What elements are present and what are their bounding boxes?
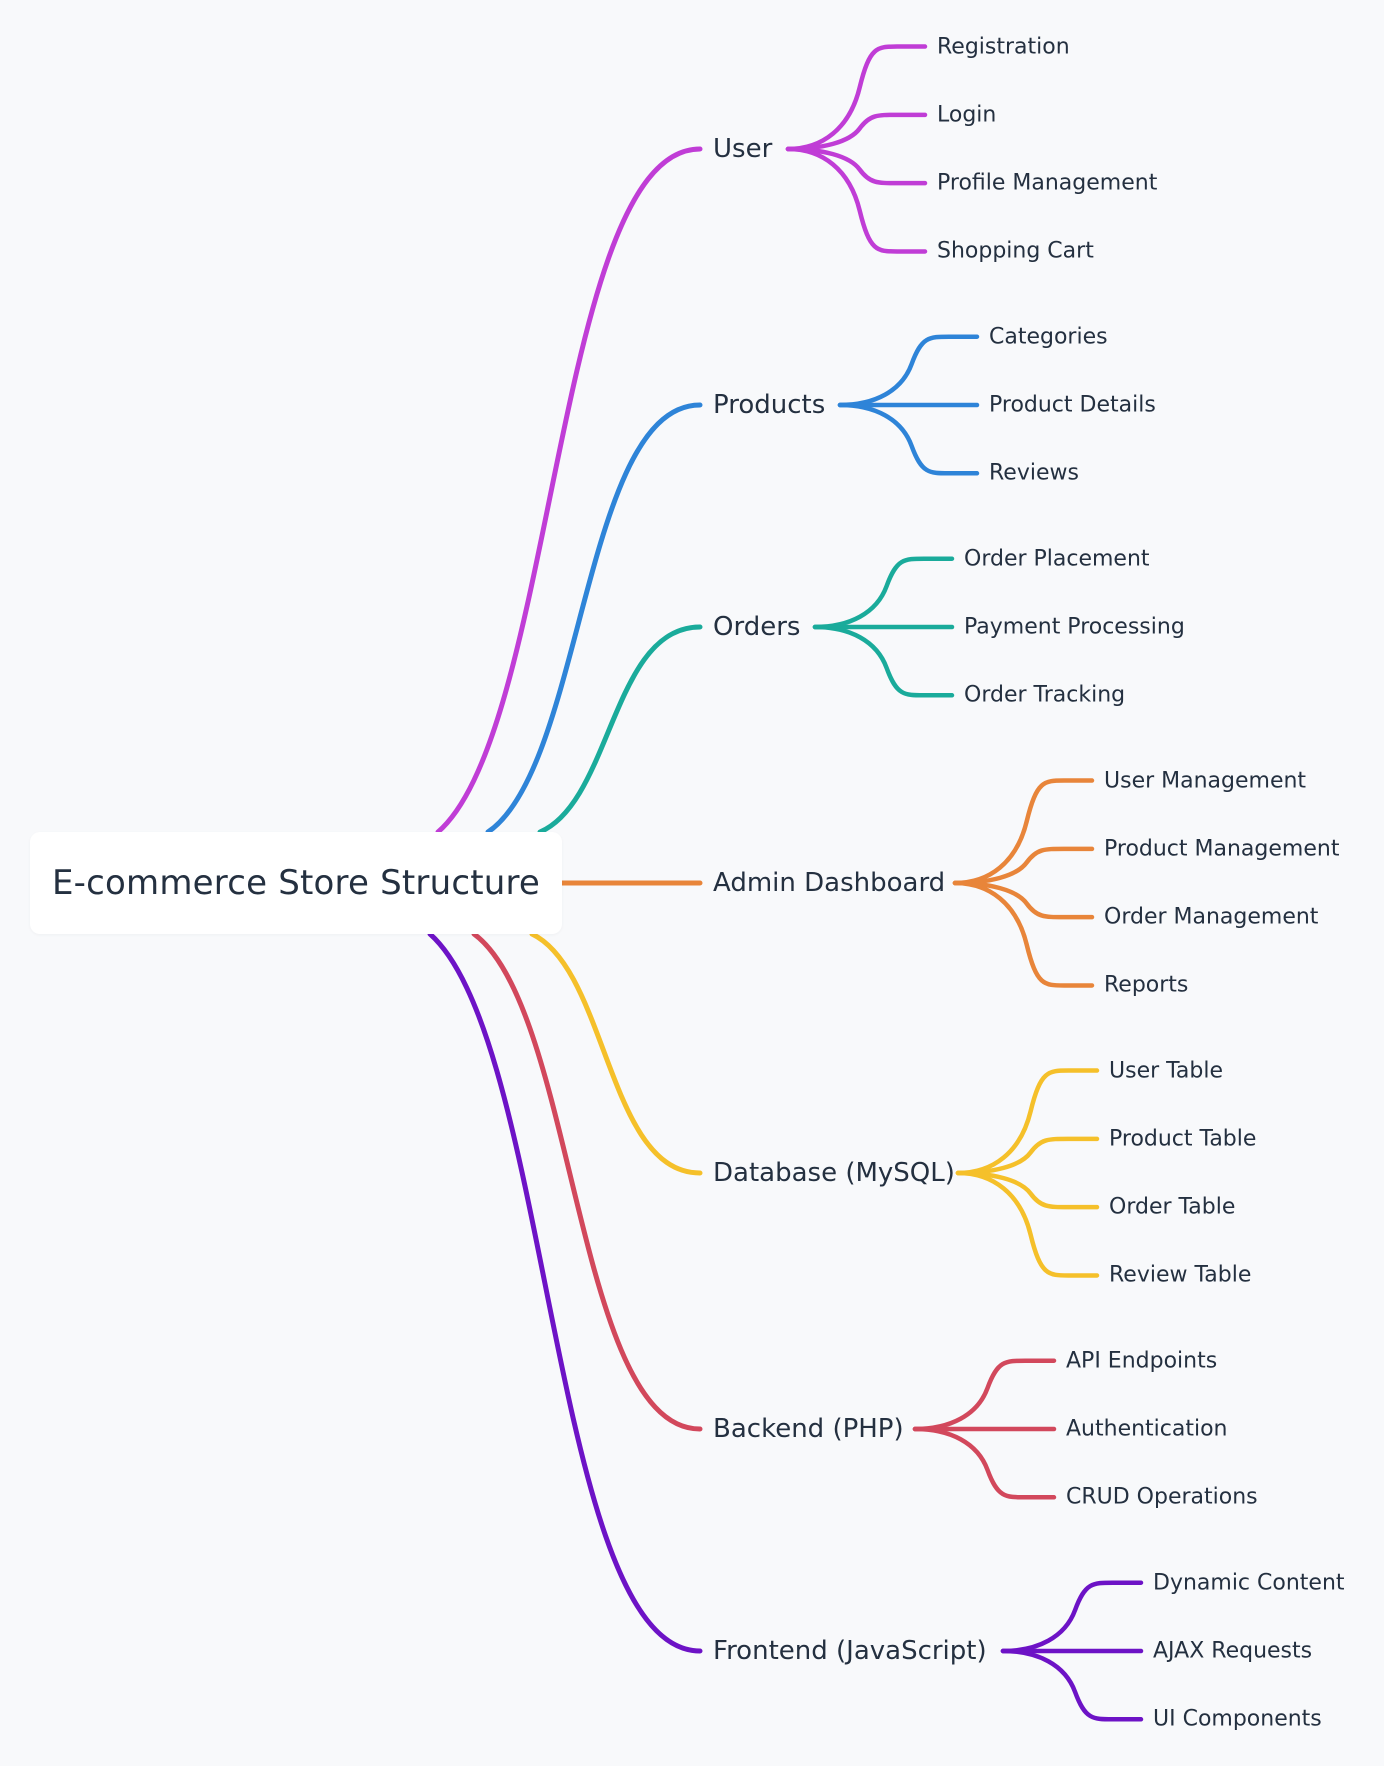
branch-node-orders[interactable]: Orders — [713, 612, 801, 642]
leaf-node-review-table[interactable]: Review Table — [1109, 1262, 1252, 1288]
leaf-node-product-table[interactable]: Product Table — [1109, 1126, 1257, 1152]
leaf-node-reports[interactable]: Reports — [1104, 972, 1189, 998]
leaf-node-order-placement[interactable]: Order Placement — [964, 546, 1150, 572]
leaf-node-crud-operations[interactable]: CRUD Operations — [1066, 1484, 1258, 1510]
leaf-connector-user-table — [955, 1068, 1100, 1176]
leaf-connector-product-management — [952, 846, 1095, 886]
branch-connector-backend-php — [471, 931, 703, 1432]
leaf-node-profile-management[interactable]: Profile Management — [937, 170, 1158, 196]
branch-connector-products — [485, 402, 703, 835]
leaf-connector-shopping-cart — [785, 146, 928, 254]
branch-connector-frontend-javascript — [427, 931, 703, 1654]
leaf-connector-login — [785, 112, 928, 152]
leaf-connector-reports — [952, 880, 1095, 988]
branch-node-products[interactable]: Products — [713, 390, 826, 420]
leaf-connector-order-tracking — [812, 624, 955, 698]
branch-node-frontend-javascript[interactable]: Frontend (JavaScript) — [713, 1636, 987, 1666]
branch-connectors — [427, 146, 703, 1654]
leaf-connector-order-management — [952, 880, 1095, 920]
leaf-connector-crud-operations — [912, 1426, 1057, 1500]
leaf-connector-reviews — [837, 402, 980, 476]
branch-node-user[interactable]: User — [713, 134, 773, 164]
leaf-node-ajax-requests[interactable]: AJAX Requests — [1153, 1638, 1313, 1664]
leaf-node-dynamic-content[interactable]: Dynamic Content — [1153, 1570, 1345, 1596]
leaf-connector-profile-management — [785, 146, 928, 186]
leaf-node-registration[interactable]: Registration — [937, 34, 1070, 60]
leaf-connector-registration — [785, 44, 928, 152]
leaf-node-order-table[interactable]: Order Table — [1109, 1194, 1236, 1220]
branch-connector-database-mysql — [529, 931, 703, 1176]
leaf-node-categories[interactable]: Categories — [989, 324, 1108, 350]
leaf-node-login[interactable]: Login — [937, 102, 997, 128]
leaf-connector-categories — [837, 334, 980, 408]
leaf-connector-review-table — [955, 1170, 1100, 1278]
branch-node-admin-dashboard[interactable]: Admin Dashboard — [713, 868, 946, 898]
leaf-node-payment-processing[interactable]: Payment Processing — [964, 614, 1185, 640]
leaf-connector-user-management — [952, 778, 1095, 886]
leaf-node-order-tracking[interactable]: Order Tracking — [964, 682, 1126, 708]
leaf-node-product-management[interactable]: Product Management — [1104, 836, 1340, 862]
leaf-node-product-details[interactable]: Product Details — [989, 392, 1156, 418]
leaf-connector-dynamic-content — [1000, 1580, 1144, 1654]
leaf-connector-ui-components — [1000, 1648, 1144, 1722]
leaf-node-reviews[interactable]: Reviews — [989, 460, 1079, 486]
leaf-node-user-table[interactable]: User Table — [1109, 1058, 1224, 1084]
root-label: E-commerce Store Structure — [51, 863, 541, 903]
root-node[interactable]: E-commerce Store Structure — [30, 832, 562, 934]
branch-node-database-mysql[interactable]: Database (MySQL) — [713, 1158, 955, 1188]
leaf-node-api-endpoints[interactable]: API Endpoints — [1066, 1348, 1218, 1374]
leaf-connectors — [785, 44, 1144, 1722]
leaf-node-order-management[interactable]: Order Management — [1104, 904, 1319, 930]
leaf-connector-api-endpoints — [912, 1358, 1057, 1432]
leaf-node-authentication[interactable]: Authentication — [1066, 1416, 1228, 1442]
leaf-connector-product-table — [955, 1136, 1100, 1176]
leaf-connector-order-table — [955, 1170, 1100, 1210]
leaf-node-shopping-cart[interactable]: Shopping Cart — [937, 238, 1094, 264]
leaf-connector-order-placement — [812, 556, 955, 630]
branch-connector-orders — [537, 624, 703, 835]
leaf-node-ui-components[interactable]: UI Components — [1153, 1706, 1322, 1732]
leaf-node-user-management[interactable]: User Management — [1104, 768, 1307, 794]
branch-node-backend-php[interactable]: Backend (PHP) — [713, 1414, 904, 1444]
branch-connector-user — [435, 146, 703, 835]
